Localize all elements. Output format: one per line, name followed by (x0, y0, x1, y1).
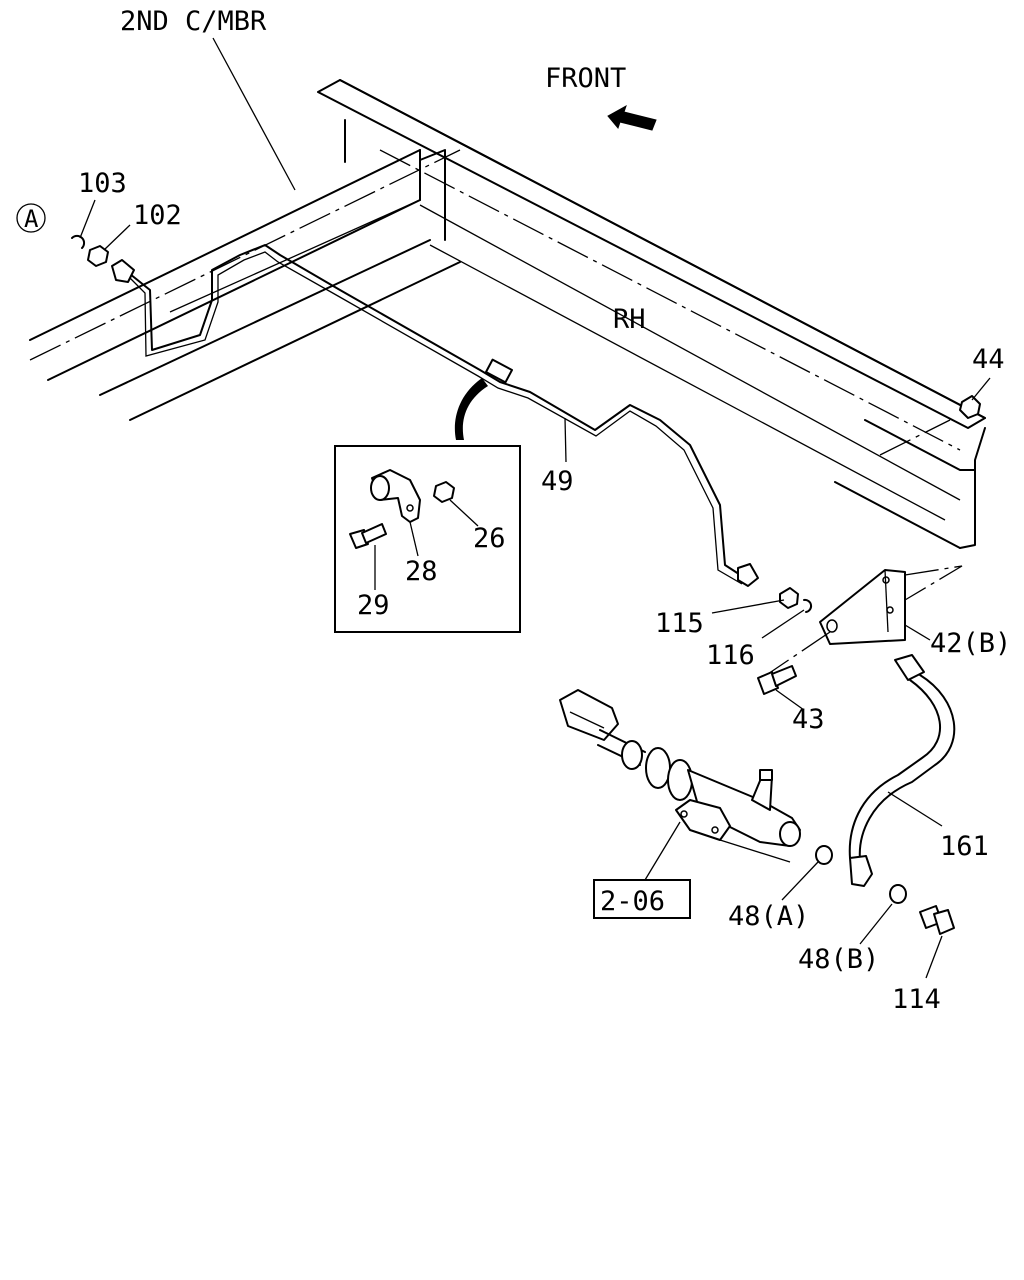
part-102-label: 102 (133, 200, 182, 231)
rh-label: RH (613, 304, 646, 335)
detail-callout-arrow-icon (454, 378, 488, 440)
leader-103 (79, 199, 96, 239)
part-44-label: 44 (972, 344, 1005, 375)
part-161-label: 161 (940, 831, 989, 862)
nut-44 (959, 395, 981, 419)
front-arrow-icon (607, 104, 657, 131)
leader-114 (925, 935, 943, 979)
leader-48a (781, 861, 819, 901)
leader-206 (644, 821, 681, 881)
leader-43 (775, 689, 805, 711)
cross-member-label: 2ND C/MBR (120, 6, 267, 37)
ref-206-label: 2-06 (600, 886, 665, 917)
leader-116 (761, 609, 805, 639)
bolt-114 (919, 905, 955, 935)
flex-hose-161 (848, 654, 956, 887)
part-114-label: 114 (892, 984, 941, 1015)
leader-161 (887, 791, 943, 827)
part-29-label: 29 (357, 590, 390, 621)
ref-206-box (593, 879, 691, 919)
leader-42b (904, 624, 931, 641)
part-48b-label: 48(B) (798, 944, 879, 975)
brake-pipe-49 (124, 244, 746, 585)
bolt-43 (757, 665, 797, 695)
front-label: FRONT (545, 63, 626, 94)
leader-44 (971, 377, 991, 401)
leader-49 (564, 417, 567, 463)
washer-48b (889, 884, 907, 904)
ref-a-circle (16, 203, 46, 233)
leader-115 (711, 599, 785, 614)
part-43-label: 43 (792, 704, 825, 735)
cross-member (29, 149, 461, 421)
part-49-label: 49 (541, 466, 574, 497)
leader-cross-member (212, 37, 296, 191)
leader-102 (103, 224, 131, 251)
detail-box (334, 445, 521, 633)
side-frame-rail (317, 79, 986, 549)
bracket-42b (761, 565, 963, 679)
washer-48a (815, 845, 833, 865)
part-48a-label: 48(A) (728, 901, 809, 932)
clutch-master-cylinder (559, 689, 801, 863)
ref-a-label: A (24, 205, 39, 233)
part-116-label: 116 (706, 640, 755, 671)
part-115-label: 115 (655, 608, 704, 639)
part-28-label: 28 (405, 556, 438, 587)
fitting-115-116 (737, 563, 813, 613)
part-26-label: 26 (473, 523, 506, 554)
fitting-102-103 (71, 234, 135, 283)
part-103-label: 103 (78, 168, 127, 199)
leader-48b (859, 903, 893, 945)
pipe-clip (485, 358, 513, 384)
part-42b-label: 42(B) (930, 628, 1011, 659)
